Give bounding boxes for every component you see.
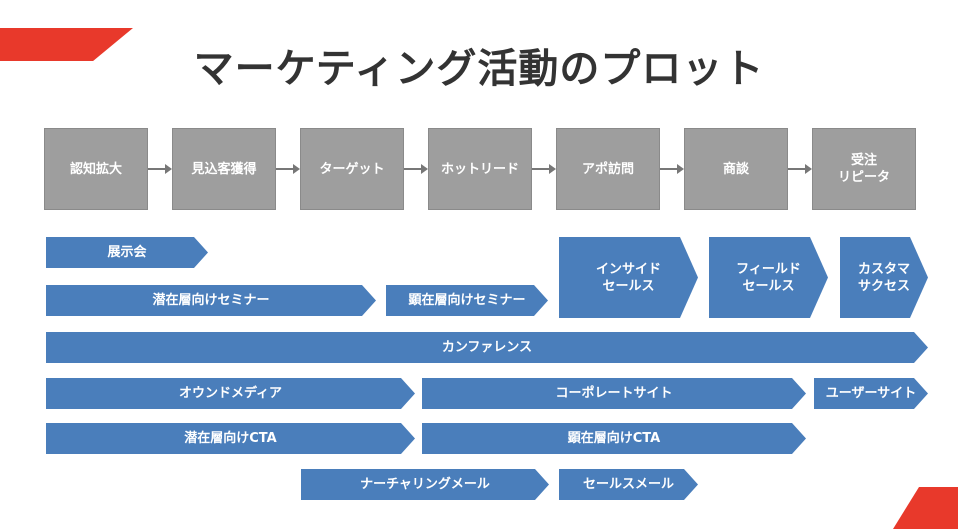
connector-arrow: [276, 164, 300, 174]
activity-latent-seminar: 潜在層向けセミナー: [46, 285, 376, 316]
activity-corporate-site: コーポレートサイト: [422, 378, 806, 409]
corner-accent-bottom-right: [893, 487, 958, 529]
activity-sales-mail: セールスメール: [559, 469, 698, 500]
connector-arrow: [404, 164, 428, 174]
activity-inside-sales: インサイド セールス: [559, 237, 698, 318]
connector-arrow: [660, 164, 684, 174]
connector-arrow: [788, 164, 812, 174]
activity-owned-media: オウンドメディア: [46, 378, 415, 409]
stage-order-repeat: 受注 リピータ: [812, 128, 916, 210]
activity-manifest-cta: 顕在層向けCTA: [422, 423, 806, 454]
activity-nurturing-mail: ナーチャリングメール: [301, 469, 549, 500]
page-title: マーケティング活動のプロット: [193, 46, 765, 92]
stage-appointment: アポ訪問: [556, 128, 660, 210]
activity-customer-success: カスタマ サクセス: [840, 237, 928, 318]
activity-conference: カンファレンス: [46, 332, 928, 363]
activity-user-site: ユーザーサイト: [814, 378, 928, 409]
stage-lead-gen: 見込客獲得: [172, 128, 276, 210]
activity-manifest-seminar: 顕在層向けセミナー: [386, 285, 548, 316]
activity-field-sales: フィールド セールス: [709, 237, 828, 318]
stage-target: ターゲット: [300, 128, 404, 210]
stage-negotiation: 商談: [684, 128, 788, 210]
stage-awareness: 認知拡大: [44, 128, 148, 210]
stage-hot-lead: ホットリード: [428, 128, 532, 210]
activity-exhibition: 展示会: [46, 237, 208, 268]
connector-arrow: [532, 164, 556, 174]
connector-arrow: [148, 164, 172, 174]
activity-latent-cta: 潜在層向けCTA: [46, 423, 415, 454]
